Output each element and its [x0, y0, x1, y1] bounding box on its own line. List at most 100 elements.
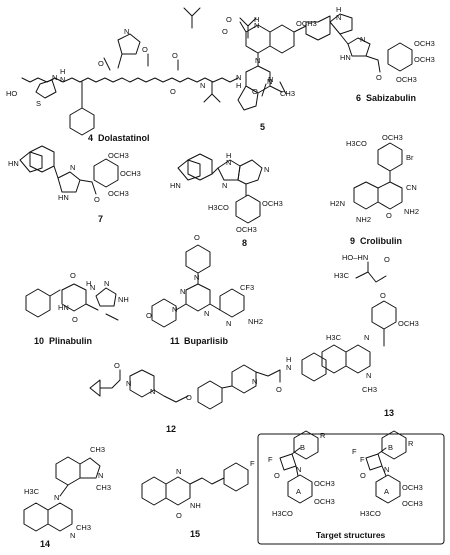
compound-number: 13: [384, 408, 394, 418]
atom-label: N: [267, 77, 272, 86]
target-box-caption: Target structures: [316, 530, 386, 540]
compound-number: 12: [166, 424, 176, 434]
compound-number: 14: [40, 539, 50, 549]
compound-13-structure: HO–HN O H3C O OCH3 H3C N N CH3 13: [321, 253, 419, 418]
atom-label: N: [268, 75, 273, 84]
atom-label: N: [70, 163, 75, 172]
atom-label: H3CO: [346, 139, 367, 148]
atom-label: O: [376, 73, 382, 82]
atom-label: N: [180, 287, 185, 296]
atom-label: N: [226, 319, 231, 328]
atom-label: HO–HN: [342, 253, 368, 262]
atom-label: N: [255, 56, 260, 65]
atom-label: H: [226, 151, 231, 160]
atom-label: OCH3: [108, 151, 129, 160]
compound-number: 11: [170, 336, 180, 346]
atom-label: CH3: [90, 445, 105, 454]
atom-label: H: [336, 5, 341, 14]
atom-label: N: [104, 279, 109, 288]
compound-number: 4: [88, 133, 93, 143]
atom-label: O: [360, 471, 366, 480]
compound-name: Dolastatinol: [98, 133, 150, 143]
atom-label: O: [276, 385, 282, 394]
compound-9-structure: H3CO OCH3 Br CN NH2 O H2N NH2 9 Crolibul…: [330, 133, 419, 246]
atom-label: OCH3: [414, 55, 435, 64]
atom-label: N: [364, 333, 369, 342]
compound-4-structure: HO S N H N O N O O O N O H N O N 4 Dolas…: [6, 7, 287, 143]
atom-label: O: [172, 51, 178, 60]
atom-label: OCH3: [396, 75, 417, 84]
atom-label: N: [54, 493, 59, 502]
atom-label: OCH3: [236, 225, 257, 234]
atom-label: O: [70, 271, 76, 280]
atom-label: CH3: [362, 385, 377, 394]
compound-14-structure: CH3 N CH3 H3C N N CH3 14: [23, 445, 111, 549]
compound-number: 6: [356, 93, 361, 103]
compound-number: 5: [260, 122, 265, 132]
atom-label: OCH3: [382, 133, 403, 142]
compound-number: 8: [242, 238, 247, 248]
atom-label: OCH3: [402, 483, 423, 492]
atom-label: O: [222, 27, 228, 36]
atom-label: R: [408, 439, 414, 448]
atom-label: HO: [6, 89, 17, 98]
atom-label: HN: [58, 193, 69, 202]
atom-label: H: [236, 81, 241, 90]
atom-label: O: [94, 195, 100, 204]
compound-number: 10: [34, 336, 44, 346]
atom-label: N: [204, 309, 209, 318]
ring-label: B: [300, 443, 305, 452]
atom-label: NH2: [248, 317, 263, 326]
atom-label: H3CO: [272, 509, 293, 518]
atom-label: HN: [8, 159, 19, 168]
ring-label: A: [296, 487, 301, 496]
atom-label: OCH3: [398, 319, 419, 328]
atom-label: NH: [190, 501, 201, 510]
atom-label: HN: [170, 181, 181, 190]
target-structures-box: F B R O N A OCH3 OCH3 H3CO F F B R O N A…: [257, 430, 445, 545]
atom-label: N: [124, 27, 129, 36]
atom-label: N: [366, 371, 371, 380]
compound-12-structure: O N N O N O H N 12: [89, 352, 327, 434]
atom-label: F: [360, 455, 365, 464]
atom-label: N: [150, 387, 155, 396]
atom-label: HN: [340, 53, 351, 62]
atom-label: NH2: [356, 215, 371, 224]
atom-label: O: [72, 315, 78, 324]
atom-label: CF3: [240, 283, 254, 292]
atom-label: O: [274, 471, 280, 480]
atom-label: H3C: [24, 487, 40, 496]
atom-label: H2N: [330, 199, 345, 208]
atom-label: CH3: [76, 523, 91, 532]
atom-label: OCH3: [120, 169, 141, 178]
atom-label: OCH3: [414, 39, 435, 48]
atom-label: O: [386, 211, 392, 220]
atom-label: N: [52, 73, 57, 82]
atom-label: N: [336, 13, 341, 22]
atom-label: H3C: [334, 271, 350, 280]
atom-label: OCH3: [314, 479, 335, 488]
atom-label: NH: [118, 295, 129, 304]
atom-label: N: [360, 35, 365, 44]
atom-label: F: [250, 459, 255, 468]
atom-label: N: [70, 531, 75, 540]
ring-label: B: [388, 443, 393, 452]
atom-label: S: [36, 99, 41, 108]
atom-label: OCH3: [402, 499, 423, 508]
atom-label: NH2: [404, 207, 419, 216]
atom-label: N: [194, 273, 199, 282]
atom-label: HN: [58, 303, 69, 312]
compound-10-structure: O H N HN O N NH 10 Plinabulin: [25, 271, 129, 346]
atom-label: CH3: [280, 89, 295, 98]
atom-label: O: [98, 59, 104, 68]
atom-label: H3C: [326, 333, 342, 342]
atom-label: N: [222, 181, 227, 190]
atom-label: O: [194, 233, 200, 242]
compound-number: 15: [190, 529, 200, 539]
atom-label: N: [264, 165, 269, 174]
atom-label: CH3: [96, 483, 111, 492]
compound-number: 7: [98, 214, 103, 224]
atom-label: N: [296, 465, 301, 474]
